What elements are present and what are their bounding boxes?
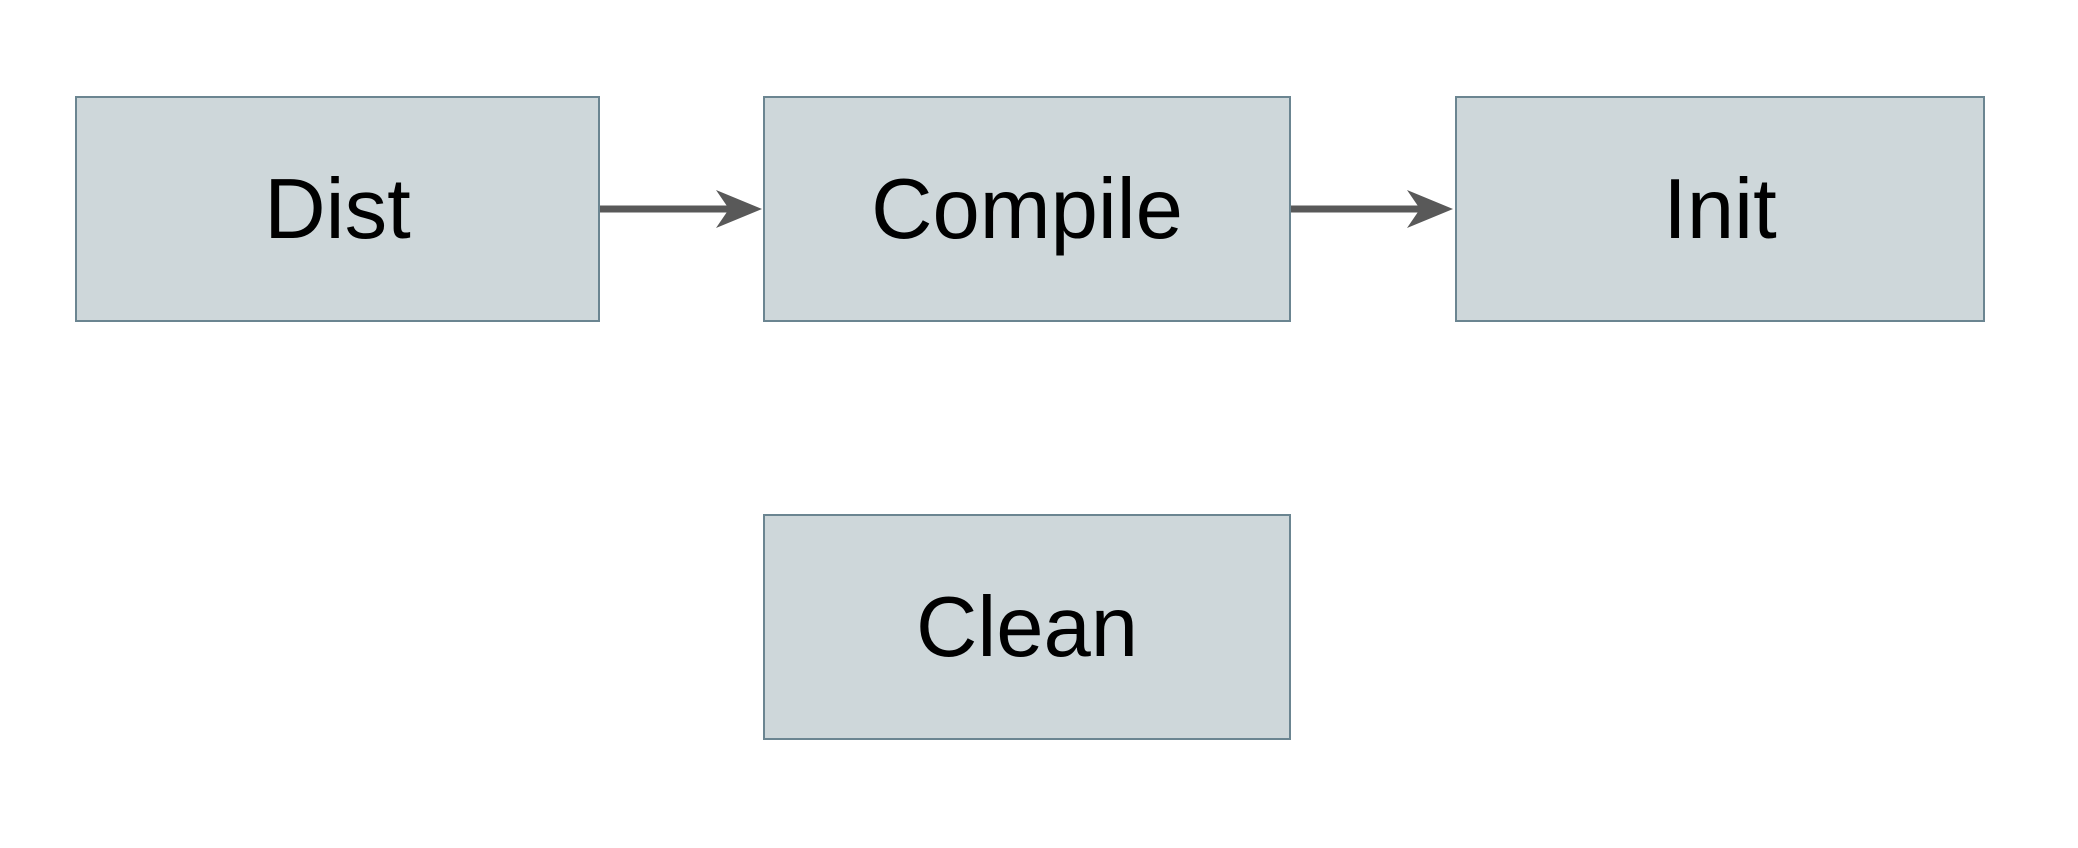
node-compile[interactable]: Compile bbox=[763, 96, 1291, 322]
node-dist-label: Dist bbox=[264, 161, 411, 257]
edge-compile-to-init-arrowhead-icon bbox=[1407, 190, 1453, 228]
node-compile-label: Compile bbox=[871, 161, 1183, 257]
edge-compile-to-init bbox=[1291, 190, 1453, 228]
node-clean-label: Clean bbox=[915, 579, 1139, 675]
node-init-label: Init bbox=[1663, 161, 1777, 257]
node-dist[interactable]: Dist bbox=[75, 96, 600, 322]
node-init[interactable]: Init bbox=[1455, 96, 1985, 322]
edge-dist-to-compile-arrowhead-icon bbox=[716, 190, 762, 228]
edge-dist-to-compile bbox=[600, 190, 762, 228]
node-clean[interactable]: Clean bbox=[763, 514, 1291, 740]
